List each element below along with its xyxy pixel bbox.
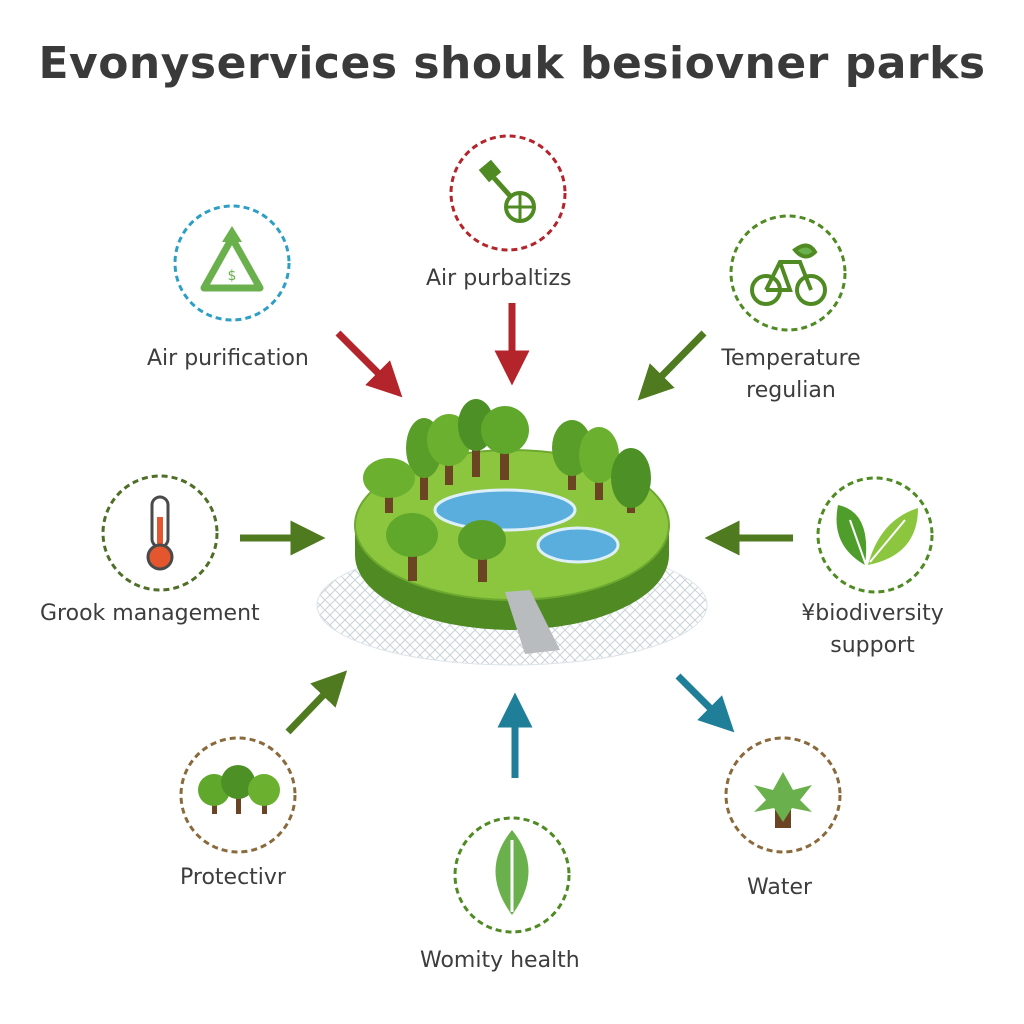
arrow-protectivr <box>288 683 335 732</box>
air-purbaltizs-circle <box>451 136 565 250</box>
arrow-air-purification <box>338 333 390 385</box>
label-protectivr: Protectivr <box>180 862 286 894</box>
water-circle <box>726 738 840 852</box>
protectivr-circle <box>181 738 295 852</box>
leaves-icon <box>837 505 918 565</box>
label-water: Water <box>747 872 812 904</box>
pond-icon <box>435 490 575 530</box>
air-purification-circle: $ <box>175 206 289 320</box>
label-womity-health: Womity health <box>420 945 580 977</box>
bicycle-icon <box>752 245 825 304</box>
arrow-temperature <box>650 333 704 388</box>
label-air-purbaltizs: Air purbaltizs <box>426 263 571 295</box>
biodiversity-circle <box>818 478 932 592</box>
grook-management-circle <box>103 476 217 590</box>
svg-text:$: $ <box>228 268 237 284</box>
tool-shovel-icon <box>479 160 534 221</box>
label-temperature-regulian: Temperature regulian <box>706 343 876 407</box>
forest-icon <box>198 765 280 814</box>
leaf-icon <box>496 830 529 915</box>
label-grook-management: Grook management <box>40 598 260 630</box>
thermometer-icon <box>148 497 172 569</box>
arrow-water <box>678 676 722 720</box>
label-air-purification: Air purification <box>147 343 309 375</box>
triangle-arrows-icon: $ <box>204 226 260 288</box>
temperature-circle <box>731 216 845 330</box>
label-biodiversity-support: ¥biodiversity support <box>780 598 965 662</box>
pond-icon <box>538 528 618 562</box>
tree-icon <box>754 772 812 828</box>
park-island <box>317 399 707 665</box>
womity-health-circle <box>455 818 569 932</box>
